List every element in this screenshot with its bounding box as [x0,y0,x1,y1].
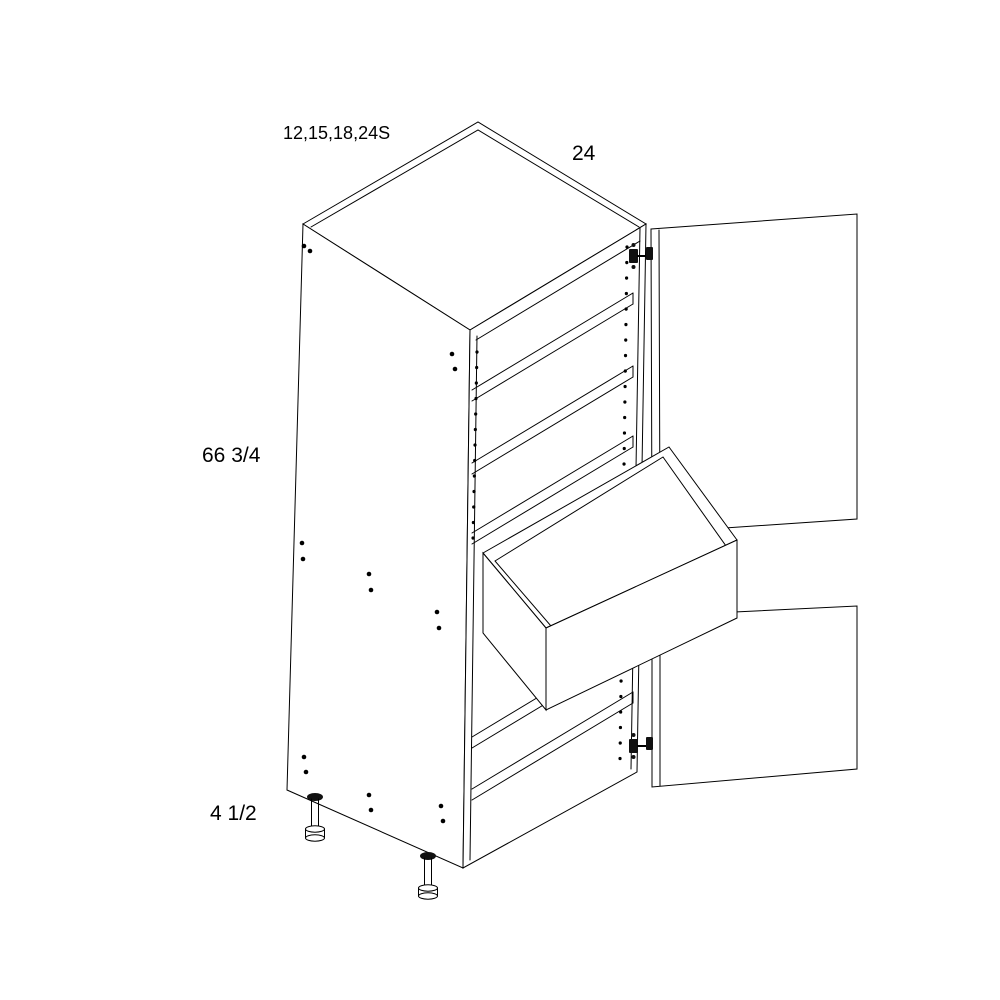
hinge-bottom-icon [629,733,653,759]
leg-height-label: 4 1/2 [210,802,257,825]
top-rail-edge [475,240,641,341]
leg-back-left [305,793,325,842]
upper-door-panel [650,213,858,534]
cabinet-side-panel [286,223,471,869]
assembly-holes [299,243,458,824]
drawer-front [545,539,738,711]
depth-label: 24 [572,142,596,165]
drawer [482,446,738,712]
bottom-deck [471,691,634,801]
lower-door-panel [651,605,858,788]
height-label: 66 3/4 [202,444,261,467]
leg-front [418,852,438,900]
dimension-labels: 12,15,18,24S 24 66 3/4 4 1/2 [202,123,596,825]
width-options-label: 12,15,18,24S [283,123,390,143]
shelves [471,292,634,545]
shelf-3 [471,435,634,545]
upper-door [650,213,858,534]
legs [305,793,438,900]
shelf-1 [471,292,634,402]
cabinet-top-edge-inner [310,129,640,228]
interior-left-edge [469,335,478,861]
shelf-2 [471,365,634,475]
shelf-pin-holes-left [471,350,479,542]
hinge-top-icon [629,243,653,269]
